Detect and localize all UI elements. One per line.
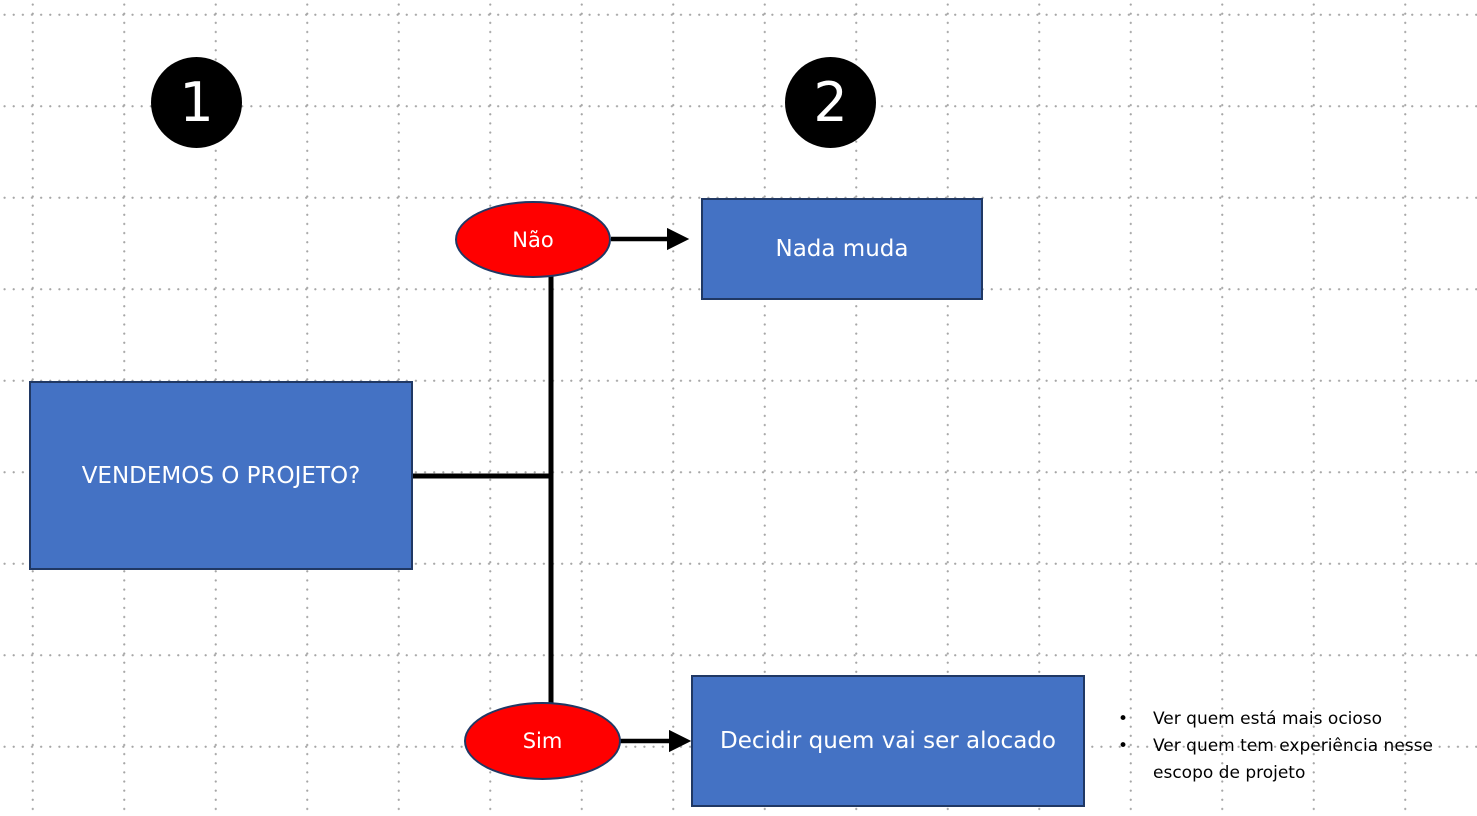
bullet-icon: •	[1118, 709, 1129, 729]
bullet-icon: •	[1118, 736, 1129, 756]
list-item: • Ver quem está mais ocioso	[1112, 706, 1442, 733]
notes-list: • Ver quem está mais ocioso • Ver quem t…	[1112, 706, 1442, 787]
decision-yes-label: Sim	[522, 729, 563, 753]
step-badge-2: 2	[785, 57, 876, 148]
outcome-no-box: Nada muda	[701, 198, 983, 300]
note-text: Ver quem tem experiência nesse escopo de…	[1153, 736, 1433, 783]
step-number-2: 2	[813, 71, 848, 134]
question-box: VENDEMOS O PROJETO?	[29, 381, 413, 570]
question-box-label: VENDEMOS O PROJETO?	[81, 462, 361, 489]
decision-yes: Sim	[464, 702, 621, 780]
decision-no: Não	[455, 201, 611, 278]
step-number-1: 1	[179, 71, 214, 134]
note-text: Ver quem está mais ocioso	[1153, 709, 1383, 729]
step-badge-1: 1	[151, 57, 242, 148]
decision-no-label: Não	[512, 227, 554, 252]
outcome-yes-box: Decidir quem vai ser alocado	[691, 675, 1085, 807]
outcome-yes-label: Decidir quem vai ser alocado	[720, 728, 1056, 754]
outcome-no-label: Nada muda	[775, 236, 909, 262]
list-item: • Ver quem tem experiência nesse escopo …	[1112, 733, 1442, 787]
